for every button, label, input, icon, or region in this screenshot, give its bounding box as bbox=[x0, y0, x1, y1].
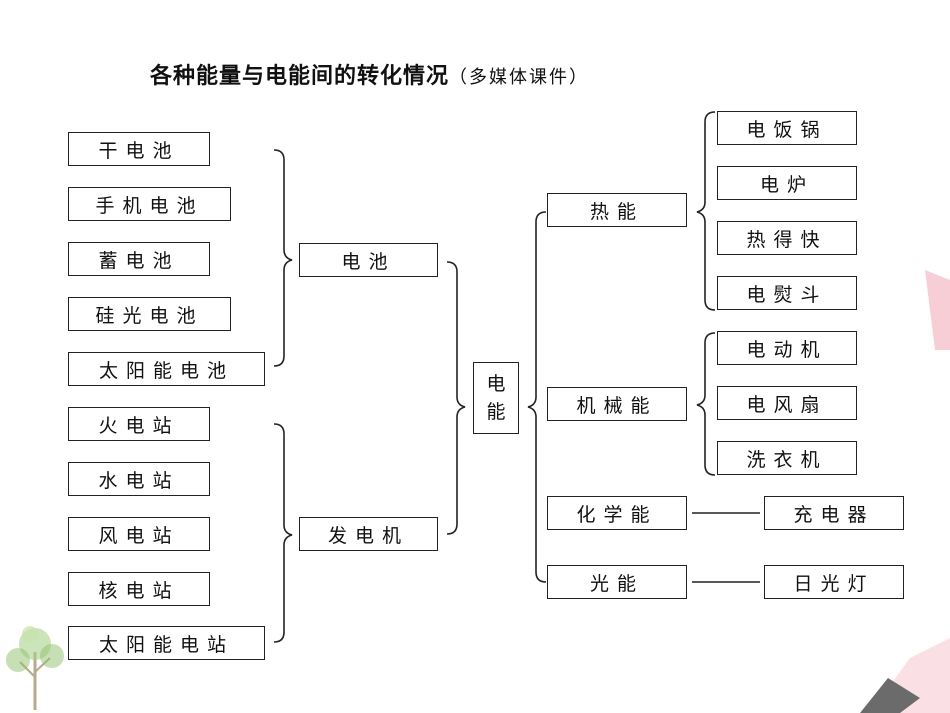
node-electric-iron: 电熨斗 bbox=[717, 276, 857, 310]
corner-shape-decoration bbox=[925, 270, 950, 350]
bracket-heat bbox=[696, 111, 716, 311]
node-battery: 电池 bbox=[299, 243, 438, 277]
node-solar-battery: 太阳能电池 bbox=[68, 352, 265, 386]
node-phone-battery: 手机电池 bbox=[68, 187, 231, 221]
node-light-energy: 光能 bbox=[547, 565, 687, 599]
node-washing-machine: 洗衣机 bbox=[717, 441, 857, 475]
node-hydro-power-station: 水电站 bbox=[68, 462, 210, 496]
node-solar-power-station: 太阳能电站 bbox=[68, 626, 265, 660]
center-char-1: 电 bbox=[486, 373, 506, 395]
node-electric-stove: 电炉 bbox=[717, 166, 857, 200]
node-electric-energy: 电 能 bbox=[473, 362, 519, 434]
node-mechanical-energy: 机械能 bbox=[547, 387, 687, 421]
node-heat-energy: 热能 bbox=[547, 193, 687, 227]
tree-decoration bbox=[6, 626, 64, 710]
node-charger: 充电器 bbox=[764, 496, 904, 530]
node-silicon-solar-cell: 硅光电池 bbox=[68, 297, 231, 331]
node-chemical-energy: 化学能 bbox=[547, 496, 687, 530]
node-dry-battery: 干电池 bbox=[68, 132, 210, 166]
title-subtitle: （多媒体课件） bbox=[449, 67, 590, 88]
node-storage-battery: 蓄电池 bbox=[68, 242, 210, 276]
bracket-from-center bbox=[527, 211, 547, 583]
bracket-stations bbox=[273, 423, 293, 643]
node-wind-power-station: 风电站 bbox=[68, 517, 210, 551]
bracket-mechanical bbox=[696, 332, 716, 476]
node-rice-cooker: 电饭锅 bbox=[717, 111, 857, 145]
center-char-2: 能 bbox=[486, 401, 506, 423]
node-generator: 发电机 bbox=[299, 517, 438, 551]
bracket-to-center bbox=[446, 261, 466, 535]
node-thermal-power-station: 火电站 bbox=[68, 407, 210, 441]
bracket-batteries bbox=[273, 149, 293, 367]
page-title: 各种能量与电能间的转化情况（多媒体课件） bbox=[150, 58, 850, 98]
node-electric-motor: 电动机 bbox=[717, 331, 857, 365]
corner-shape-decoration bbox=[860, 638, 950, 713]
node-nuclear-power-station: 核电站 bbox=[68, 572, 210, 606]
node-fluorescent-lamp: 日光灯 bbox=[764, 565, 904, 599]
title-main: 各种能量与电能间的转化情况 bbox=[150, 64, 450, 89]
node-electric-fan: 电风扇 bbox=[717, 386, 857, 420]
node-immersion-heater: 热得快 bbox=[717, 221, 857, 255]
